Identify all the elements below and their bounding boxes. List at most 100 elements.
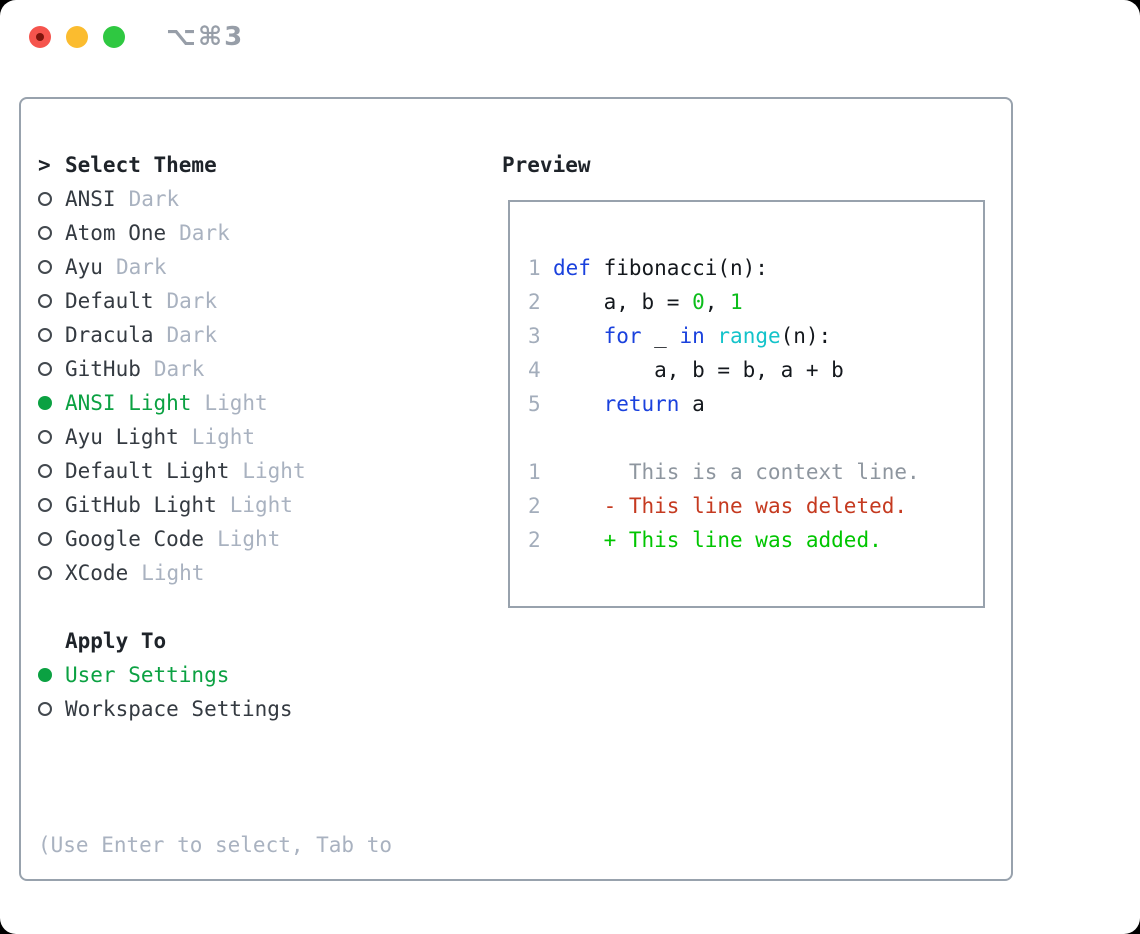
theme-option-label: Google Code bbox=[65, 527, 205, 551]
preview-code-line bbox=[528, 421, 983, 455]
preview-code-line: 1 def fibonacci(n): bbox=[528, 251, 983, 285]
theme-variant-tag: Light bbox=[191, 425, 256, 449]
line-number: 4 bbox=[528, 358, 541, 382]
radio-icon bbox=[38, 430, 52, 444]
code-token-kw: for bbox=[603, 324, 642, 348]
select-theme-header: > Select Theme bbox=[38, 148, 392, 182]
theme-option-label: Ayu Light bbox=[65, 425, 179, 449]
maximize-button[interactable] bbox=[103, 26, 125, 48]
code-token-add: + This line was added. bbox=[603, 528, 882, 552]
theme-variant-tag: Light bbox=[141, 561, 205, 585]
code-token-fg: _ bbox=[641, 324, 680, 348]
spacer bbox=[38, 590, 392, 624]
theme-option-default-light[interactable]: Default Light Light bbox=[38, 454, 392, 488]
theme-option-ayu[interactable]: Ayu Dark bbox=[38, 250, 392, 284]
code-token-kw: def bbox=[553, 256, 591, 280]
code-text: def fibonacci(n): bbox=[553, 256, 768, 280]
minimize-button[interactable] bbox=[66, 26, 88, 48]
radio-icon bbox=[38, 702, 52, 716]
theme-option-label: Atom One bbox=[65, 221, 167, 245]
code-token-fg bbox=[553, 392, 604, 416]
prompt-caret: > bbox=[38, 153, 51, 177]
code-token-fg: a, b = bbox=[553, 290, 693, 314]
theme-variant-tag: Dark bbox=[153, 357, 205, 381]
radio-icon bbox=[38, 328, 52, 342]
preview-code-line: 4 a, b = b, a + b bbox=[528, 353, 983, 387]
preview-code-line: 2 - This line was deleted. bbox=[528, 489, 983, 523]
radio-icon bbox=[38, 566, 52, 580]
radio-icon bbox=[38, 192, 52, 206]
code-token-del: - This line was deleted. bbox=[603, 494, 908, 518]
radio-icon bbox=[38, 464, 52, 478]
line-number: 5 bbox=[528, 392, 541, 416]
preview-code-line: 3 for _ in range(n): bbox=[528, 319, 983, 353]
select-theme-title: Select Theme bbox=[65, 153, 217, 177]
code-token-fg: , bbox=[704, 290, 731, 314]
radio-icon bbox=[38, 226, 52, 240]
theme-option-label: Ayu bbox=[65, 255, 103, 279]
code-token-fg: a bbox=[679, 392, 705, 416]
apply-option-label: Workspace Settings bbox=[65, 697, 293, 721]
theme-variant-tag: Light bbox=[242, 459, 306, 483]
theme-variant-tag: Light bbox=[217, 527, 281, 551]
radio-icon bbox=[38, 260, 52, 274]
close-button[interactable] bbox=[29, 26, 51, 48]
theme-variant-tag: Dark bbox=[128, 187, 180, 211]
code-token-num: 0 bbox=[692, 290, 705, 314]
code-text: + This line was added. bbox=[553, 528, 882, 552]
radio-icon bbox=[38, 498, 52, 512]
theme-variant-tag: Dark bbox=[115, 255, 167, 279]
theme-variant-tag: Dark bbox=[166, 323, 218, 347]
theme-option-label: Default Light bbox=[65, 459, 230, 483]
apply-option-workspace-settings[interactable]: Workspace Settings bbox=[38, 692, 392, 726]
theme-option-label: ANSI bbox=[65, 187, 116, 211]
code-token-num: 1 bbox=[730, 290, 743, 314]
theme-option-default[interactable]: Default Dark bbox=[38, 284, 392, 318]
theme-option-label: Dracula bbox=[65, 323, 154, 347]
preview-code-line: 2 a, b = 0, 1 bbox=[528, 285, 983, 319]
code-text: a, b = 0, 1 bbox=[553, 290, 743, 314]
line-number: 1 bbox=[528, 256, 541, 280]
code-token-kw: in bbox=[679, 324, 705, 348]
line-number: 3 bbox=[528, 324, 541, 348]
theme-option-atom-one[interactable]: Atom One Dark bbox=[38, 216, 392, 250]
theme-option-ayu-light[interactable]: Ayu Light Light bbox=[38, 420, 392, 454]
radio-icon bbox=[38, 362, 52, 376]
radio-selected-icon bbox=[38, 396, 52, 410]
code-token-builtin: range bbox=[717, 324, 781, 348]
apply-to-title: Apply To bbox=[65, 629, 167, 653]
spacer bbox=[38, 726, 392, 760]
code-token-fg: a, b = b, a + b bbox=[553, 358, 844, 382]
radio-icon bbox=[38, 294, 52, 308]
theme-option-google-code[interactable]: Google Code Light bbox=[38, 522, 392, 556]
theme-option-label: Default bbox=[65, 289, 154, 313]
code-token-fg bbox=[553, 528, 604, 552]
close-dot-icon bbox=[36, 33, 44, 41]
preview-title: Preview bbox=[502, 153, 591, 177]
code-text: - This line was deleted. bbox=[553, 494, 907, 518]
apply-option-user-settings[interactable]: User Settings bbox=[38, 658, 392, 692]
code-token-fg bbox=[553, 494, 604, 518]
code-token-ctx: This is a context line. bbox=[553, 460, 920, 484]
code-token-kw: return bbox=[603, 392, 680, 416]
theme-option-dracula[interactable]: Dracula Dark bbox=[38, 318, 392, 352]
radio-selected-icon bbox=[38, 668, 52, 682]
preview-code-line: 2 + This line was added. bbox=[528, 523, 983, 557]
theme-option-ansi[interactable]: ANSI Dark bbox=[38, 182, 392, 216]
theme-variant-tag: Light bbox=[229, 493, 293, 517]
theme-variant-tag: Dark bbox=[179, 221, 230, 245]
help-text: (Use Enter to select, Tab to change focu… bbox=[38, 760, 392, 934]
theme-variant-tag: Dark bbox=[166, 289, 218, 313]
code-token-fg: fibonacci(n): bbox=[590, 256, 768, 280]
help-line-2: change focus) bbox=[38, 930, 392, 934]
